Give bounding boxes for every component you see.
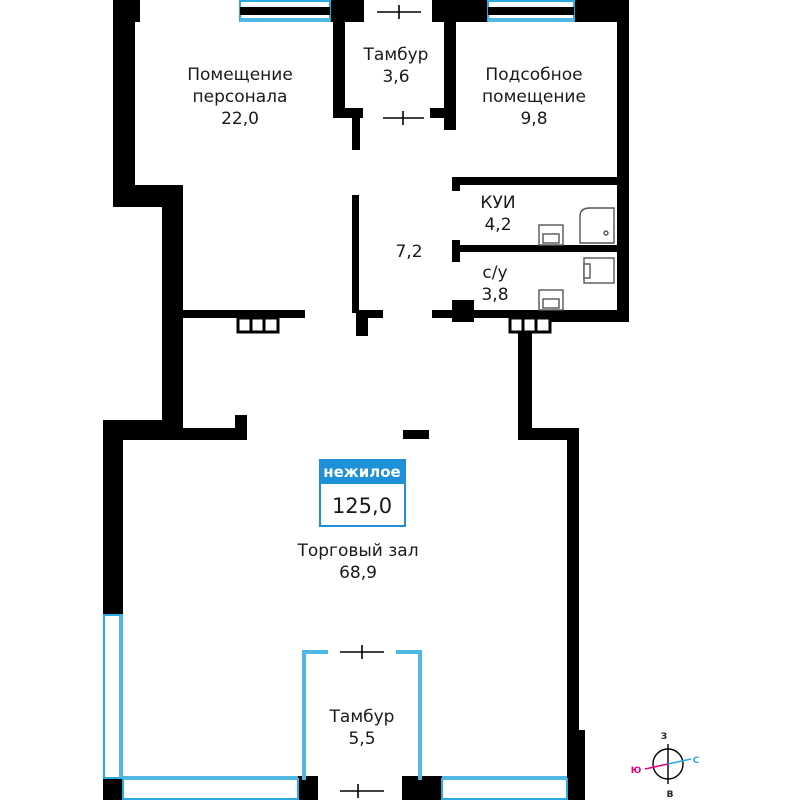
plumbing-fixtures <box>538 207 615 311</box>
wall-hall-top-right <box>432 310 522 318</box>
cleaning-room-area: 4,2 <box>484 215 511 235</box>
window-staff-glass-top <box>240 18 330 22</box>
wall-right-step-lower <box>518 428 574 440</box>
wall-vestibule-top-bottom-right <box>430 108 456 118</box>
wall-staff-stub <box>352 118 360 150</box>
cleaning-room-name: КУИ <box>480 193 515 213</box>
wall-aux-stub <box>444 108 456 130</box>
staff-room-name-line1: Помещение <box>187 65 293 85</box>
radiator-left <box>236 316 280 334</box>
window-staff-frame <box>240 7 330 15</box>
wall-top-right-corner <box>574 0 629 22</box>
wall-hall-top-mid-post <box>356 310 368 336</box>
compass-letter-left: Ю <box>631 766 642 776</box>
wall-hall-notch-post <box>235 415 247 440</box>
window-aux-frame <box>488 7 574 15</box>
wall-bottom-mid-left <box>298 776 318 800</box>
wall-kui-wc-divider <box>452 245 629 252</box>
compass-arrow-south <box>644 763 669 770</box>
wall-left-lower <box>103 420 123 615</box>
vestibule-bottom-right-wall <box>418 650 422 780</box>
vestibule-bottom-name: Тамбур <box>329 707 395 727</box>
wall-left-upper <box>113 0 135 185</box>
wall-kui-left-stub <box>452 177 460 191</box>
wc-room-name: с/у <box>482 263 507 283</box>
area-badge-label: нежилое <box>323 463 400 481</box>
wall-right-upper <box>617 0 629 322</box>
wall-bottom-right <box>567 778 585 800</box>
radiators <box>236 316 552 334</box>
wall-hall-top-right-post <box>452 300 474 322</box>
auxiliary-room-name-line1: Подсобное <box>485 65 582 85</box>
wall-right-middle <box>518 310 532 438</box>
sales-hall-area: 68,9 <box>339 563 377 583</box>
area-badge: нежилое 125,0 <box>319 459 406 527</box>
window-bottom-right <box>441 778 568 800</box>
vestibule-top-area: 3,6 <box>382 67 409 87</box>
wall-top-segment-2 <box>432 0 488 22</box>
wall-vestibule-top-right <box>444 0 456 118</box>
wall-left-middle <box>162 185 183 440</box>
wall-vestibule-top-bottom-left <box>333 108 363 118</box>
staff-room-area: 22,0 <box>221 109 259 129</box>
compass-letter-bottom: В <box>667 790 674 800</box>
shower-drain-icon <box>603 230 609 236</box>
doors <box>340 5 424 798</box>
wall-kui-divider-stub <box>452 240 460 262</box>
compass: З В С Ю <box>631 732 700 800</box>
area-badge-total: 125,0 <box>332 494 392 518</box>
auxiliary-room-name-line2: помещение <box>482 87 586 107</box>
wall-hall-top-mid <box>356 310 383 318</box>
toilet-tank-icon <box>583 263 591 279</box>
sink-kui-basin <box>542 233 560 244</box>
wall-hall-notch <box>183 428 247 440</box>
wall-vestibule-top-left <box>333 0 345 115</box>
room-labels: Помещение персонала 22,0 Тамбур 3,6 Подс… <box>187 45 586 749</box>
windows <box>103 0 575 800</box>
compass-arrow-north <box>667 758 692 765</box>
walls <box>103 0 629 800</box>
compass-letter-right: С <box>693 756 700 766</box>
sink-wc-basin <box>542 298 560 309</box>
vestibule-top-name: Тамбур <box>363 45 429 65</box>
vestibule-bottom-partition <box>302 650 422 780</box>
radiator-right <box>508 316 552 334</box>
hall-wall-marker <box>403 430 429 439</box>
window-bottom-right-glass <box>442 776 567 780</box>
wall-corridor-divider <box>352 195 359 313</box>
window-bottom-left-glass <box>123 776 298 780</box>
auxiliary-room-area: 9,8 <box>520 109 547 129</box>
window-aux-glass-top <box>488 18 574 22</box>
vestibule-bottom-top-right <box>396 650 422 654</box>
staff-room-name-line2: персонала <box>193 87 288 107</box>
wall-kui-top <box>452 177 629 185</box>
wall-right-lower <box>567 428 579 800</box>
wc-room-area: 3,8 <box>481 285 508 305</box>
vestibule-bottom-left-wall <box>302 650 306 780</box>
vestibule-bottom-top-left <box>302 650 328 654</box>
corridor-area: 7,2 <box>395 242 422 262</box>
vestibule-bottom-area: 5,5 <box>348 729 375 749</box>
compass-letter-top: З <box>661 732 667 742</box>
window-bottom-left <box>122 778 299 800</box>
area-badge-header <box>320 460 405 484</box>
wall-hall-top-left <box>183 310 305 318</box>
window-hall-left-glass <box>119 615 123 778</box>
sales-hall-name: Торговый зал <box>296 541 418 561</box>
shower-tray-icon <box>579 207 615 244</box>
